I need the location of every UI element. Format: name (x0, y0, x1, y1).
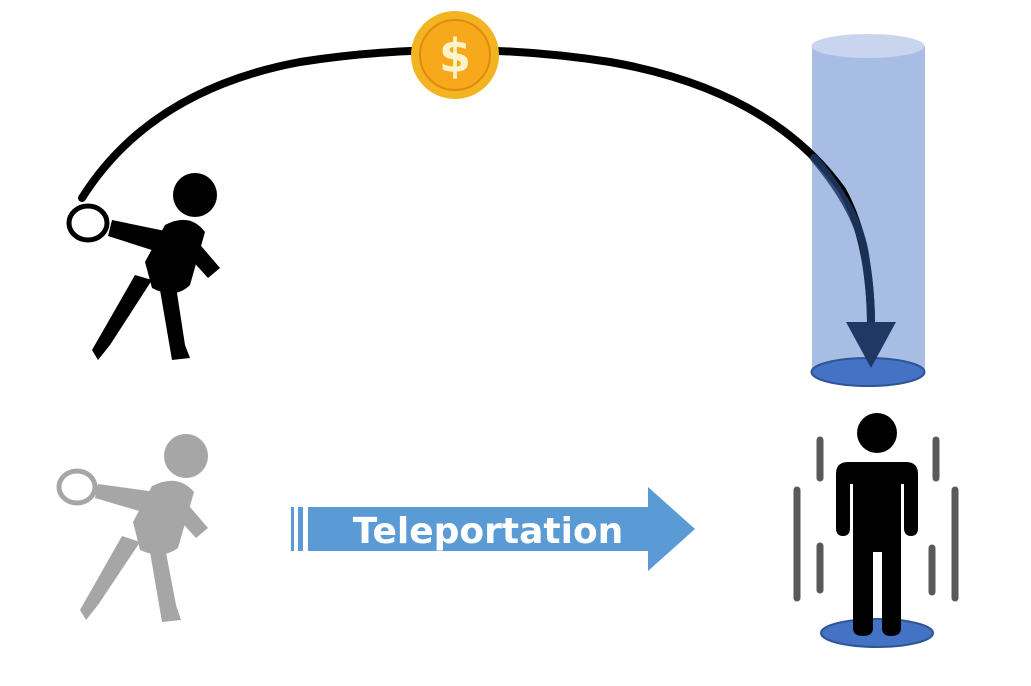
ghost-arm (95, 484, 156, 513)
coin-symbol: $ (439, 29, 471, 83)
dollar-coin-icon: $ (411, 11, 499, 99)
right-arrow-icon: Teleportation (291, 487, 695, 571)
thrower-disc (66, 203, 110, 243)
standing-person-icon (836, 413, 918, 636)
thrower-back-leg (160, 280, 190, 360)
arrival-head (857, 413, 897, 453)
coin-inner (419, 19, 491, 91)
arrow-body (308, 487, 695, 571)
ghost-disc (56, 468, 98, 506)
arrow-label: Teleportation (353, 511, 624, 552)
ghost-head (164, 434, 208, 478)
curved-arrow-icon (78, 46, 896, 368)
person-throwing-disc-faded-icon (56, 434, 208, 622)
trajectory-arrowhead (846, 322, 896, 368)
beam-top (811, 34, 925, 58)
ghost-front-leg (80, 536, 140, 620)
ghost-back-leg (150, 542, 181, 622)
thrower-front-leg (92, 275, 152, 360)
trajectory-path-in-beam (810, 154, 875, 326)
arrival-landing-pad (820, 618, 934, 648)
ghost-back-arm (176, 500, 208, 538)
thrower-back-arm (188, 240, 220, 278)
thrower-head (173, 173, 217, 217)
arrow-tail-stripe-2 (298, 507, 303, 551)
person-throwing-disc-icon (66, 173, 220, 360)
thrower-arm (108, 220, 170, 252)
arrival-body (836, 462, 918, 636)
vibration-lines (793, 436, 959, 602)
arrow-tail-stripe-1 (291, 507, 294, 551)
